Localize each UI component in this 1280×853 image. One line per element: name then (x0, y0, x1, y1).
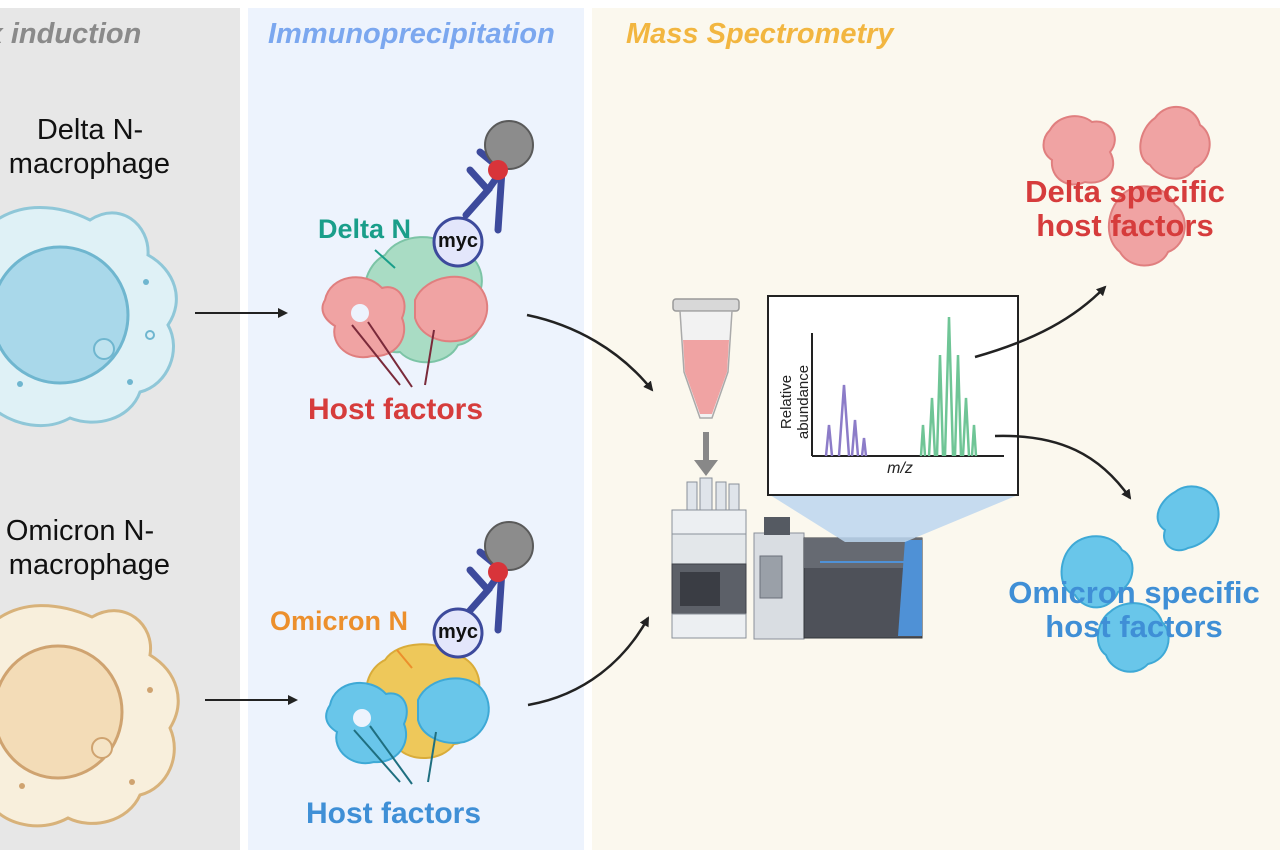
purple-peaks (824, 384, 868, 457)
omicron-specific-label: Omicron specific host factors (1000, 576, 1268, 644)
omicron-cell-label-line2: macrophage (8, 549, 170, 581)
delta-result-arrow (974, 285, 1107, 359)
mass-spectrometry-title: Mass Spectrometry (626, 18, 894, 50)
omicron-cell-label-line1: Omicron N- (5, 515, 155, 547)
omicron-host-factors-label: Host factors (306, 797, 482, 830)
mass-spectrometer-icon (671, 477, 923, 640)
omicron-macrophage-cell (0, 604, 180, 828)
delta-cell-label-2: macrophage (0, 147, 170, 181)
omicron-to-ms-arrow (527, 616, 650, 707)
delta-cell-label-line2: macrophage (8, 148, 170, 180)
delta-to-ms-arrow (526, 313, 654, 392)
omicron-n-label: Omicron N (270, 606, 409, 636)
delta-ip-complex (321, 120, 534, 388)
delta-specific-line2: host factors (1036, 208, 1214, 243)
immunoprecipitation-title: Immunoprecipitation (268, 18, 555, 50)
delta-specific-label: Delta specific host factors (1000, 175, 1250, 243)
omicron-result-arrow (994, 434, 1132, 500)
delta-myc-tag (432, 216, 484, 268)
omicron-cell-label: Omicron N- (0, 514, 180, 548)
sample-tube-icon (672, 298, 740, 476)
omicron-cell-label-2: macrophage (0, 548, 170, 582)
delta-cell-label: Delta N- (0, 113, 180, 147)
delta-host-factors-label: Host factors (308, 393, 484, 426)
spectrum-y-label: Relative abundance (778, 364, 812, 440)
delta-n-label: Delta N (318, 214, 412, 244)
omicron-myc-tag (432, 607, 484, 659)
delta-host-factor-proteins (1042, 105, 1211, 267)
omicron-host-factor-proteins (1060, 485, 1220, 673)
mass-spectrum-plot (767, 295, 1019, 496)
dox-induction-title: Dox induction (0, 18, 142, 50)
delta-specific-line1: Delta specific (1025, 174, 1225, 209)
delta-macrophage-cell (0, 206, 178, 428)
spectrum-x-label: m/z (887, 460, 913, 477)
green-peaks (919, 316, 978, 457)
delta-cell-label-line1: Delta N- (36, 114, 144, 146)
delta-myc-label: myc (438, 230, 479, 252)
omicron-specific-line1: Omicron specific (1008, 575, 1260, 610)
omicron-myc-label: myc (438, 621, 479, 643)
omicron-specific-line2: host factors (1045, 609, 1223, 644)
omicron-ip-complex (325, 521, 534, 785)
